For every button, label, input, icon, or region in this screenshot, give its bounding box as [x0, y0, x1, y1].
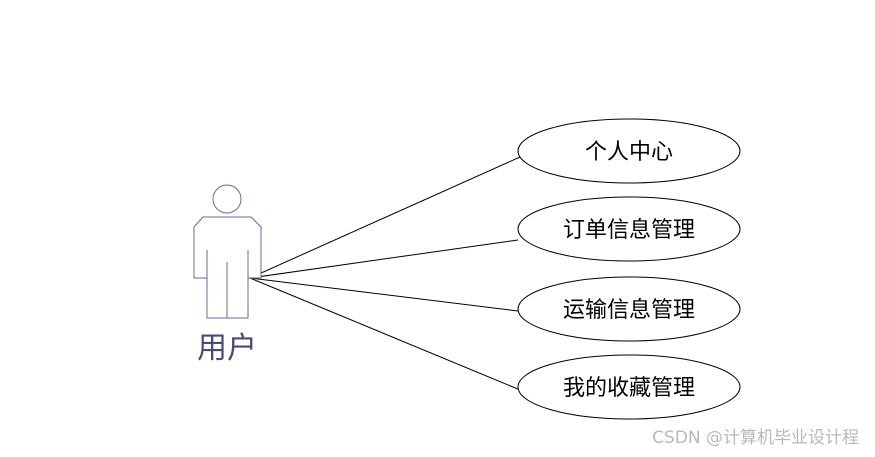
use-case-ellipse: [517, 276, 741, 342]
use-case-label: 订单信息管理: [563, 218, 695, 243]
actor-head: [212, 184, 242, 214]
watermark: CSDN @计算机毕业设计程: [652, 428, 859, 448]
use-case-personal-center: 个人中心: [517, 118, 741, 184]
use-case-favorites-management: 我的收藏管理: [517, 354, 741, 420]
use-case-ellipse: [517, 118, 741, 184]
actor-label: 用户: [197, 331, 257, 366]
use-case-ellipse: [517, 196, 741, 262]
association-line-favorites-management: [249, 277, 526, 393]
use-case-order-management: 订单信息管理: [517, 196, 741, 262]
association-line-personal-center: [249, 156, 521, 279]
use-case-ellipse: [517, 354, 741, 420]
use-case-label: 我的收藏管理: [563, 376, 695, 401]
association-line-transport-management: [249, 277, 519, 312]
actor-figure: [193, 184, 262, 319]
associations: [249, 156, 526, 393]
use-case-label: 运输信息管理: [563, 298, 695, 323]
association-line-order-management: [249, 239, 519, 279]
use-case-label: 个人中心: [585, 140, 673, 165]
use-case-transport-management: 运输信息管理: [517, 276, 741, 342]
